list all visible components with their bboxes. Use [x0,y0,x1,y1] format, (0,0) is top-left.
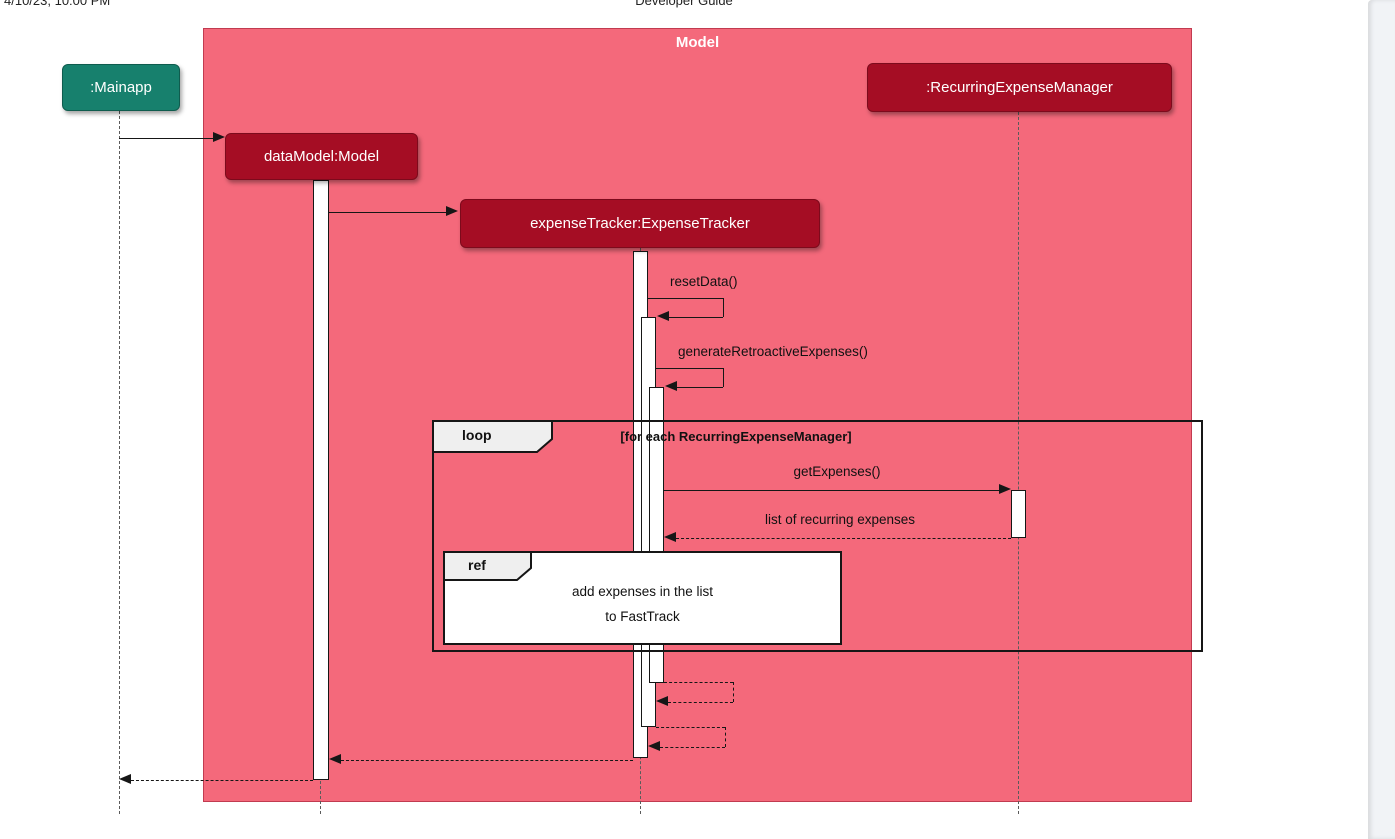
selfreturn1-line-top [664,682,733,683]
create-expensetracker-arrowhead [446,206,458,216]
getexpenses-arrow-line [664,490,1001,491]
ref-operator-label: ref [468,557,486,573]
selfreturn2-line-bottom [660,747,725,748]
return-to-datamodel-line [341,760,633,761]
create-expensetracker-arrow-line [329,212,447,213]
generate-line-bottom [674,387,723,388]
participant-recurringexpensemanager: :RecurringExpenseManager [867,63,1172,112]
message-generateretroactive-label: generateRetroactiveExpenses() [678,344,868,359]
message-listreturn-label: list of recurring expenses [764,512,916,527]
participant-mainapp: :Mainapp [62,64,180,111]
loop-guard-label: [for each RecurringExpenseManager] [620,429,852,444]
ref-text-line1: add expenses in the list [571,584,714,599]
generate-line-top [656,368,723,369]
participant-datamodel: dataModel:Model [225,133,418,180]
resetdata-line-top [648,298,723,299]
selfreturn2-line-right [725,727,726,747]
selfreturn1-line-right [733,682,734,702]
resetdata-arrowhead [657,311,669,321]
scrollbar-track[interactable] [1368,0,1395,839]
return-to-mainapp-arrowhead [119,774,131,784]
resetdata-line-right [723,298,724,317]
participant-expensetracker-label: expenseTracker:ExpenseTracker [530,215,750,232]
lifeline-mainapp [119,111,120,814]
create-datamodel-arrowhead [213,132,225,142]
print-header-title: Developer Guide [635,0,733,8]
return-to-datamodel-arrowhead [329,754,341,764]
message-getexpenses-label: getExpenses() [793,464,881,479]
activation-recurringexpensemanager [1011,490,1026,538]
selfreturn2-arrowhead [648,741,660,751]
message-resetdata-label: resetData() [670,274,738,289]
loop-fragment [432,420,1203,652]
listreturn-arrow-line [676,538,1011,539]
frame-title: Model [675,34,720,51]
participant-datamodel-label: dataModel:Model [263,148,380,165]
participant-mainapp-label: :Mainapp [90,79,152,96]
return-to-mainapp-line [131,780,313,781]
selfreturn1-line-bottom [668,702,733,703]
participant-expensetracker: expenseTracker:ExpenseTracker [460,199,820,248]
ref-text-line2: to FastTrack [605,609,680,624]
participant-recurringexpensemanager-label: :RecurringExpenseManager [926,79,1113,96]
print-header-datetime: 4/10/23, 10:00 PM [4,0,111,8]
selfreturn2-line-top [656,727,725,728]
selfreturn1-arrowhead [656,696,668,706]
loop-operator-label: loop [462,427,492,443]
ref-fragment-tab [443,551,532,581]
create-datamodel-arrow-line [119,138,215,139]
resetdata-line-bottom [666,317,723,318]
lifeline-recurringexpensemanager [1018,112,1019,814]
loop-fragment-tab [432,420,553,453]
getexpenses-arrowhead [999,484,1011,494]
generate-line-right [723,368,724,387]
generate-arrowhead [665,381,677,391]
activation-datamodel [313,180,329,780]
listreturn-arrowhead [664,532,676,542]
